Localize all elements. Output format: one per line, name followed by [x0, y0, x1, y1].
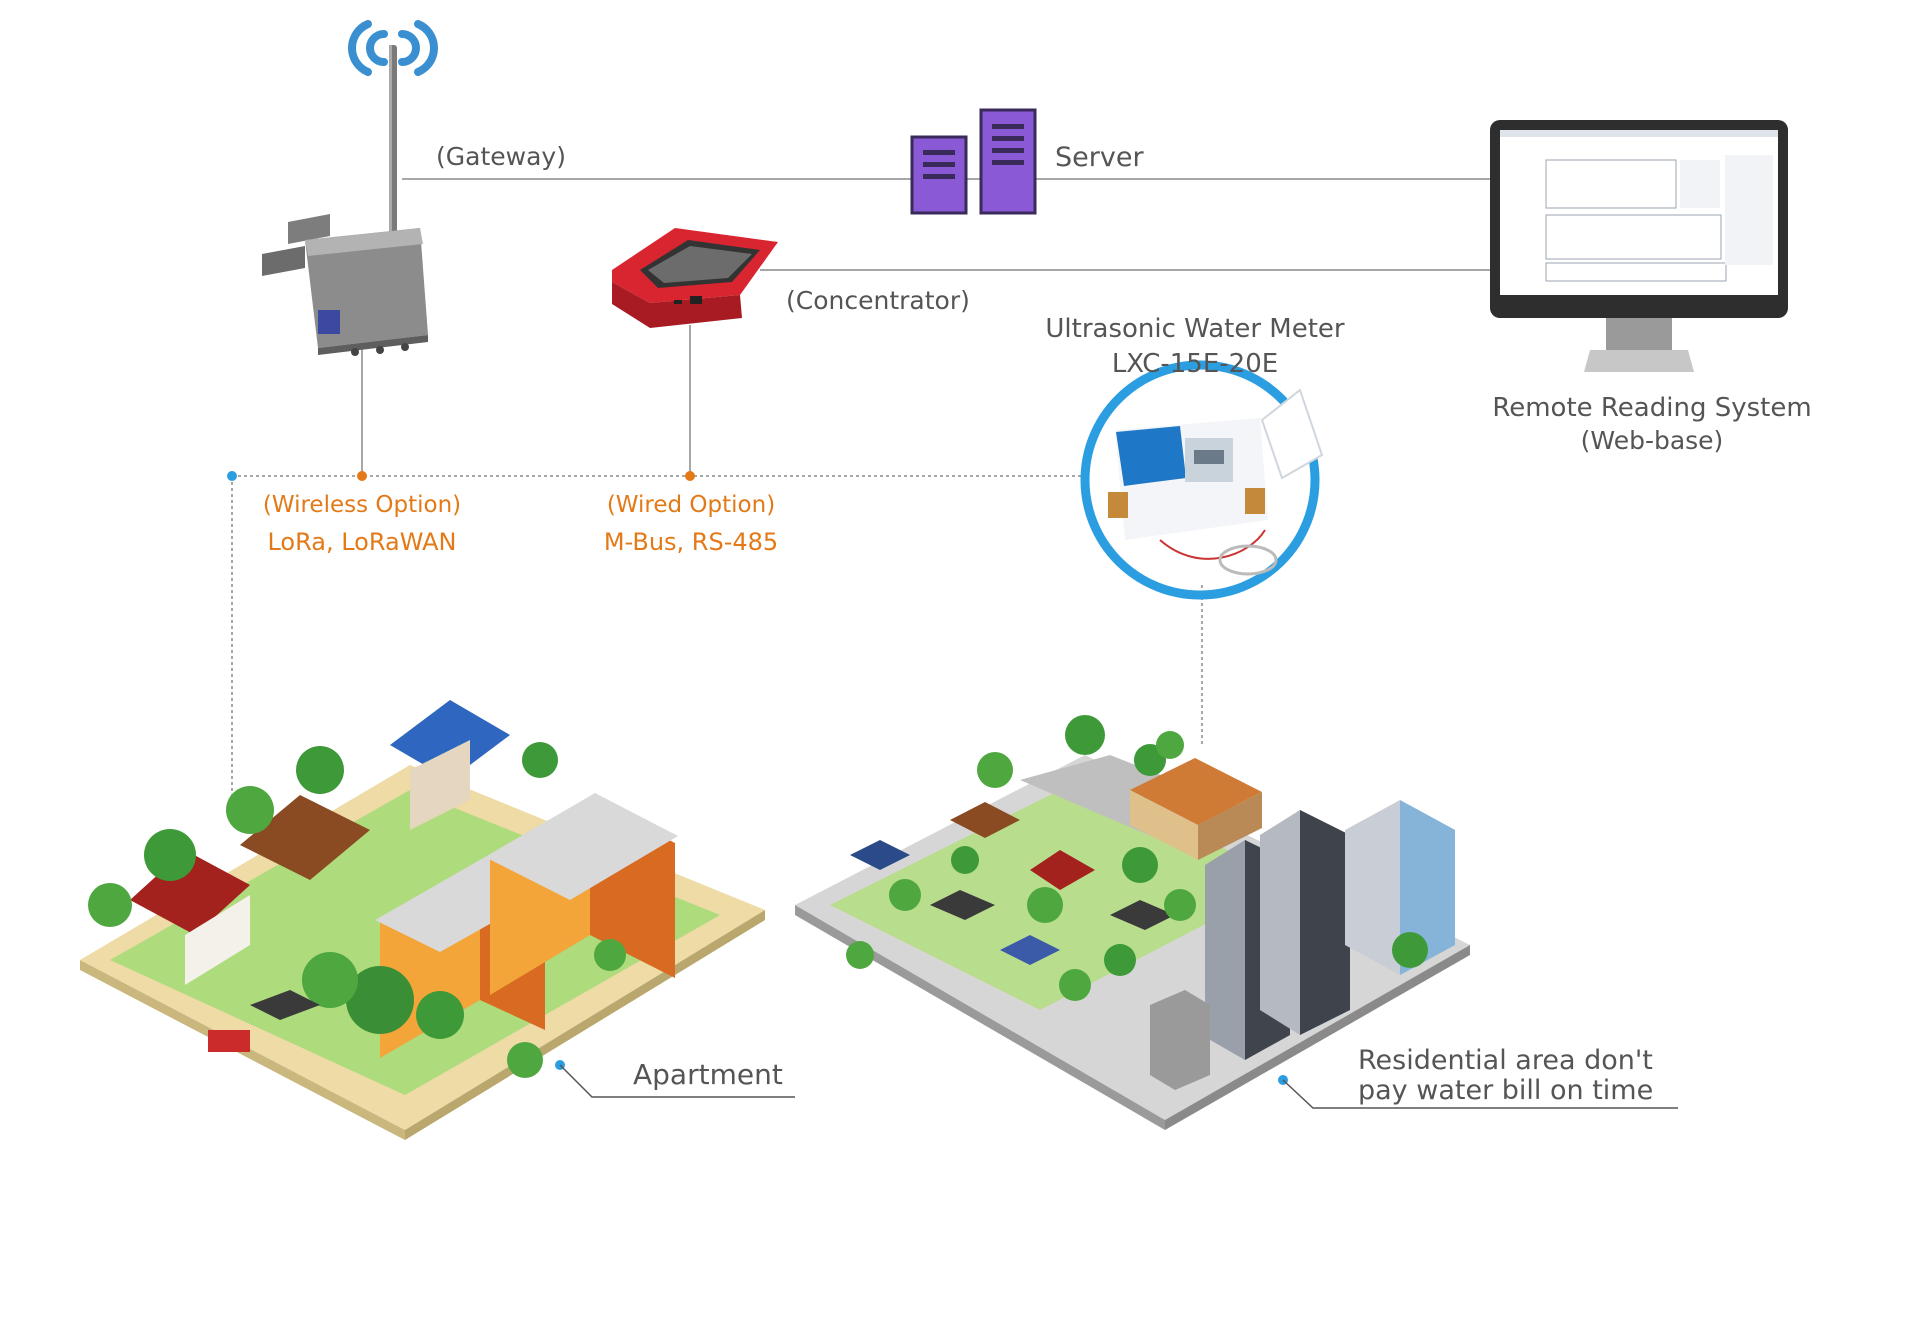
wireless-option-title: (Wireless Option): [262, 492, 462, 518]
meter-title: Ultrasonic Water Meter: [1045, 314, 1345, 344]
concentrator-label: (Concentrator): [786, 286, 970, 315]
junction-dot-gateway: [357, 471, 367, 481]
concentrator-icon: [612, 228, 778, 328]
wireless-option-protocols: LoRa, LoRaWAN: [267, 528, 457, 556]
apartment-illustration: [80, 700, 765, 1140]
meter-model: LXC-15E-20E: [1111, 349, 1279, 379]
wired-option-protocols: M-Bus, RS-485: [603, 528, 779, 556]
gateway-icon: [262, 45, 428, 356]
server-label: Server: [1055, 142, 1144, 173]
junction-dot-concentrator: [685, 471, 695, 481]
apartment-label: Apartment: [633, 1058, 783, 1091]
remote-subtitle: (Web-base): [1580, 426, 1724, 455]
remote-monitor-icon: [1490, 120, 1788, 372]
wireless-signal-icon: [348, 20, 438, 76]
residential-callout: [1278, 1075, 1678, 1109]
remote-title: Remote Reading System: [1492, 393, 1812, 423]
apartment-callout: [555, 1060, 795, 1098]
server-icon: [910, 108, 1037, 215]
gateway-label: (Gateway): [436, 142, 566, 171]
residential-illustration: [795, 715, 1470, 1130]
wired-option-title: (Wired Option): [606, 492, 776, 518]
water-meter-icon: [1080, 360, 1324, 600]
residential-label-line2: pay water bill on time: [1358, 1075, 1654, 1106]
residential-label-line1: Residential area don't: [1358, 1045, 1653, 1076]
junction-dot-left: [227, 471, 237, 481]
